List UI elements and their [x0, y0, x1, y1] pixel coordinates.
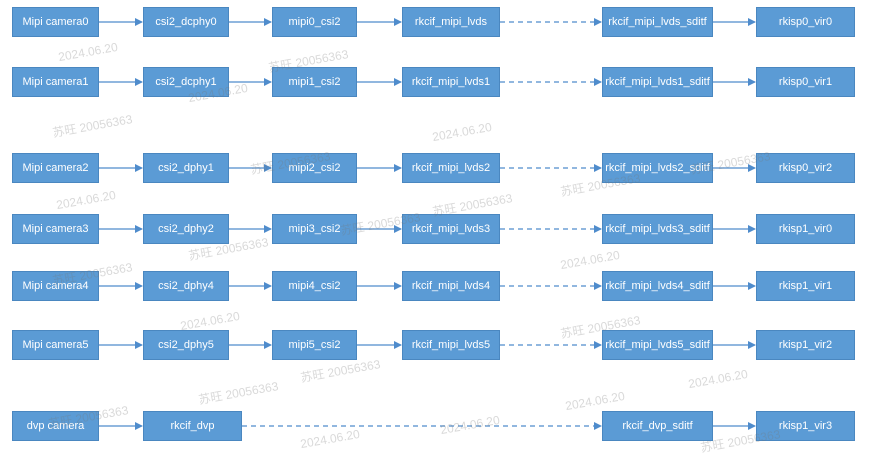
node-r5-5: rkisp1_vir2: [756, 330, 855, 360]
node-r6-1: rkcif_dvp: [143, 411, 242, 441]
node-r6-2: rkcif_dvp_sditf: [602, 411, 713, 441]
node-r0-4: rkcif_mipi_lvds_sditf: [602, 7, 713, 37]
node-r1-3: rkcif_mipi_lvds1: [402, 67, 500, 97]
node-r2-0: Mipi camera2: [12, 153, 99, 183]
node-r3-1: csi2_dphy2: [143, 214, 229, 244]
node-r3-0: Mipi camera3: [12, 214, 99, 244]
node-r5-2: mipi5_csi2: [272, 330, 357, 360]
node-r1-2: mipi1_csi2: [272, 67, 357, 97]
node-r2-5: rkisp0_vir2: [756, 153, 855, 183]
node-r3-4: rkcif_mipi_lvds3_sditf: [602, 214, 713, 244]
node-r5-3: rkcif_mipi_lvds5: [402, 330, 500, 360]
node-r1-4: rkcif_mipi_lvds1_sditf: [602, 67, 713, 97]
node-r2-3: rkcif_mipi_lvds2: [402, 153, 500, 183]
node-r2-4: rkcif_mipi_lvds2_sditf: [602, 153, 713, 183]
node-r3-3: rkcif_mipi_lvds3: [402, 214, 500, 244]
node-r5-1: csi2_dphy5: [143, 330, 229, 360]
node-r1-0: Mipi camera1: [12, 67, 99, 97]
node-r5-4: rkcif_mipi_lvds5_sditf: [602, 330, 713, 360]
node-r6-0: dvp camera: [12, 411, 99, 441]
node-r4-4: rkcif_mipi_lvds4_sditf: [602, 271, 713, 301]
node-r0-1: csi2_dcphy0: [143, 7, 229, 37]
node-r4-3: rkcif_mipi_lvds4: [402, 271, 500, 301]
node-r4-2: mipi4_csi2: [272, 271, 357, 301]
node-r3-5: rkisp1_vir0: [756, 214, 855, 244]
node-r6-3: rkisp1_vir3: [756, 411, 855, 441]
node-r0-0: Mipi camera0: [12, 7, 99, 37]
node-r4-1: csi2_dphy4: [143, 271, 229, 301]
node-r1-5: rkisp0_vir1: [756, 67, 855, 97]
node-r0-5: rkisp0_vir0: [756, 7, 855, 37]
node-r2-2: mipi2_csi2: [272, 153, 357, 183]
node-r1-1: csi2_dcphy1: [143, 67, 229, 97]
node-r0-3: rkcif_mipi_lvds: [402, 7, 500, 37]
node-r4-5: rkisp1_vir1: [756, 271, 855, 301]
node-r4-0: Mipi camera4: [12, 271, 99, 301]
node-r5-0: Mipi camera5: [12, 330, 99, 360]
node-r3-2: mipi3_csi2: [272, 214, 357, 244]
node-r2-1: csi2_dphy1: [143, 153, 229, 183]
node-r0-2: mipi0_csi2: [272, 7, 357, 37]
